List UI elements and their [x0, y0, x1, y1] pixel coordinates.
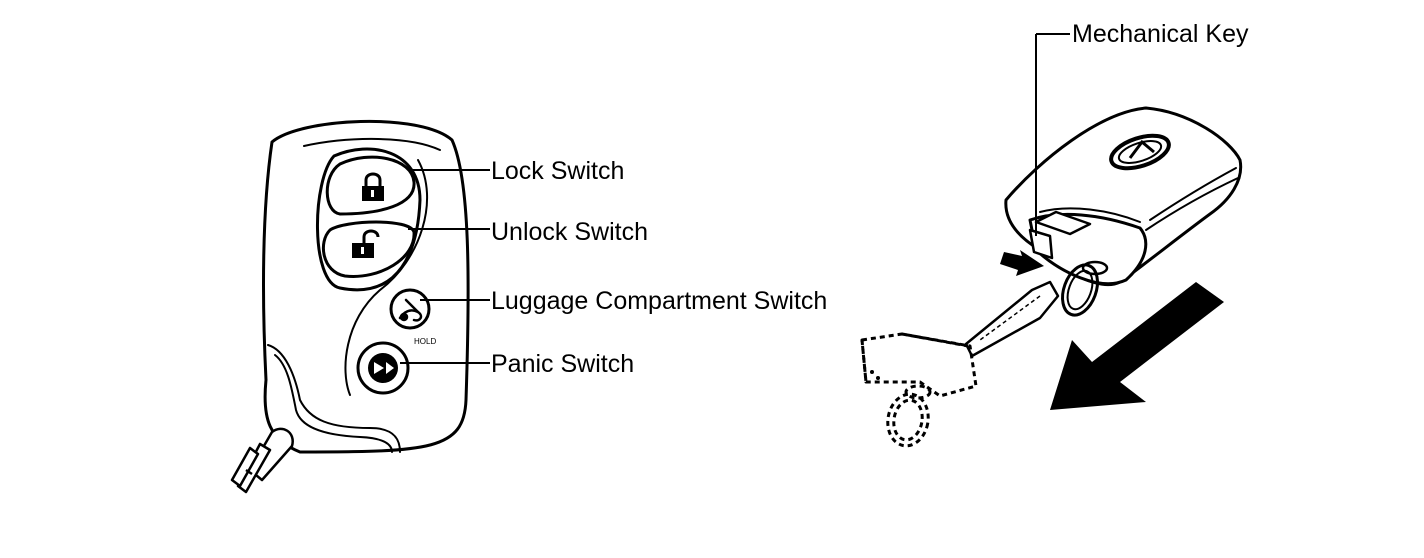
fob-edge-line-2 — [1149, 167, 1237, 221]
fob-top-contour — [303, 137, 441, 151]
brand-emblem-icon — [1109, 133, 1171, 171]
smart-key-front-view — [262, 119, 470, 454]
panic-switch-label: Panic Switch — [491, 350, 634, 378]
fob-side-seam — [344, 159, 429, 396]
padlock-open-icon — [352, 229, 380, 258]
smart-key-side-view — [1004, 106, 1243, 286]
unlock-switch-label: Unlock Switch — [491, 218, 648, 246]
lock-button[interactable] — [325, 155, 416, 216]
trunk-icon — [398, 298, 423, 322]
horn-icon — [368, 353, 398, 383]
luggage-button[interactable] — [389, 288, 431, 330]
mechanical-key-leader — [1035, 33, 1070, 236]
lock-switch-label: Lock Switch — [491, 157, 624, 185]
mechanical-key-label: Mechanical Key — [1072, 20, 1249, 48]
withdrawn-key-dots — [870, 370, 880, 380]
luggage-switch-label: Luggage Compartment Switch — [491, 287, 827, 315]
mechanical-key-withdrawn — [860, 332, 978, 448]
fob-edge-line-1 — [1039, 207, 1141, 223]
padlock-closed-icon — [362, 172, 384, 201]
key-slot — [1028, 228, 1054, 260]
arrow-down-left-icon — [1050, 282, 1224, 410]
mechanical-key-blade — [964, 280, 1060, 358]
key-head-stub — [1034, 210, 1092, 236]
fob-key-ring — [1061, 260, 1109, 317]
key-blade-left — [230, 427, 294, 494]
release-arrow-icon — [1000, 250, 1044, 276]
hold-label: HOLD — [414, 337, 436, 346]
fob-inner-contour-2 — [274, 354, 393, 453]
fob-edge-line-3 — [1145, 177, 1239, 231]
fob-inner-contour — [267, 344, 401, 453]
leader-lines-left — [400, 169, 490, 364]
